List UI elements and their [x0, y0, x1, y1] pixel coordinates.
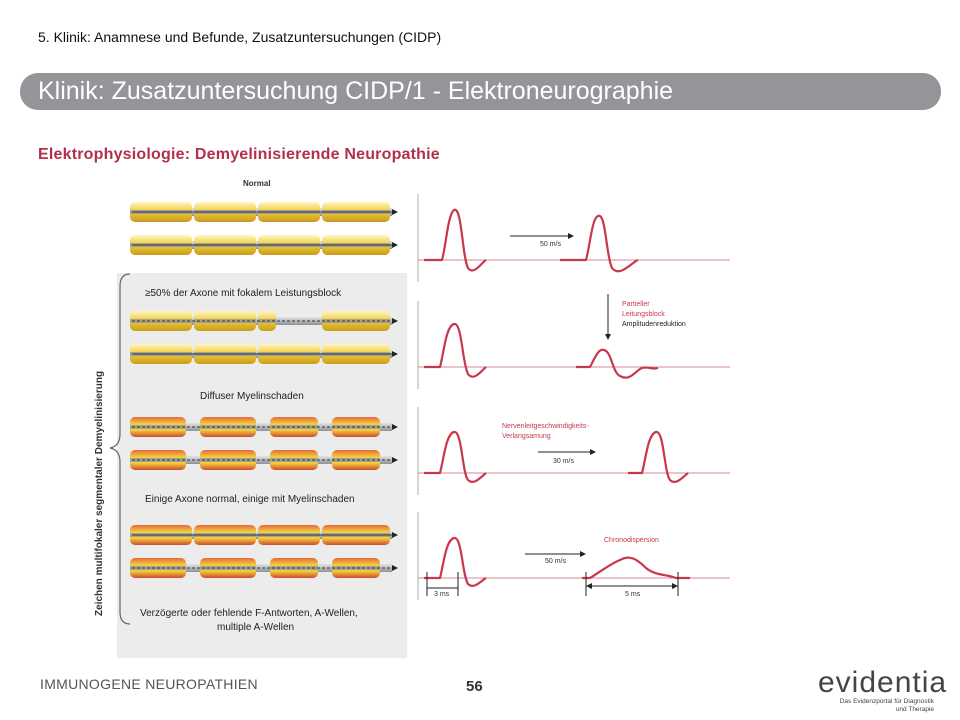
trace-normal	[417, 194, 730, 282]
logo-word: evidentia	[818, 666, 948, 699]
fiber-mixed-1	[130, 525, 398, 545]
section-label-block: ≥50% der Axone mit fokalem Leistungsbloc…	[145, 288, 342, 299]
dur-right-arrowhead-l	[586, 583, 592, 589]
footer-left: IMMUNOGENE NEUROPATHIEN	[40, 676, 258, 692]
fiber-block-2	[130, 344, 398, 364]
dur-right-label: 5 ms	[625, 591, 641, 598]
slowing-label-1: Nervenleitgeschwindigkeits-	[502, 423, 589, 430]
logo-tagline-2: und Therapie	[895, 706, 934, 713]
trace-block	[417, 301, 730, 389]
speed-normal-label: 50 m/s	[540, 241, 562, 248]
side-label: Zeichen multifokaler segmentaler Demyeli…	[94, 371, 105, 616]
chronodispersion-label: Chronodispersion	[604, 537, 659, 544]
fiber-normal-1	[130, 202, 398, 222]
section-label-mixed: Einige Axone normal, einige mit Myelinsc…	[145, 494, 355, 505]
section-label-diffuse: Diffuser Myelinschaden	[200, 391, 304, 402]
dur-left-label: 3 ms	[434, 591, 450, 598]
dur-right-arrowhead-r	[672, 583, 678, 589]
block-label-1: Partieller	[622, 301, 650, 308]
trace-slowing	[417, 407, 730, 495]
fiber-mixed-2	[130, 558, 398, 578]
fiber-diffuse-2	[130, 450, 398, 470]
speed-normal-arrowhead	[568, 233, 574, 239]
speed-slow-label: 30 m/s	[553, 458, 575, 465]
fiber-diffuse-1	[130, 417, 398, 437]
speed-disp-label: 50 m/s	[545, 558, 567, 565]
section-subtitle: Elektrophysiologie: Demyelinisierende Ne…	[38, 146, 440, 163]
block-label-2: Leitungsblock	[622, 311, 665, 318]
demyelination-figure: Zeichen multifokaler segmentaler Demyeli…	[90, 176, 740, 661]
evidentia-logo: evidentia Das Evidenzportal für Diagnost…	[818, 668, 946, 714]
logo-tagline: Das Evidenzportal für Diagnostik und The…	[822, 698, 934, 714]
bottom-label-2: multiple A-Wellen	[217, 622, 294, 633]
fiber-block-1	[130, 311, 398, 331]
page-number: 56	[466, 678, 483, 695]
logo-tagline-1: Das Evidenzportal für Diagnostik	[839, 698, 934, 705]
slowing-label-2: Verlangsamung	[502, 433, 551, 440]
block-label-3: Amplitudenreduktion	[622, 321, 686, 328]
breadcrumb: 5. Klinik: Anamnese und Befunde, Zusatzu…	[38, 29, 442, 45]
fiber-normal-2	[130, 235, 398, 255]
normal-label: Normal	[243, 179, 271, 188]
brace	[109, 273, 131, 625]
title-bar	[20, 73, 941, 110]
bottom-label-1: Verzögerte oder fehlende F-Antworten, A-…	[140, 608, 358, 619]
speed-disp-arrowhead	[580, 551, 586, 557]
speed-slow-arrowhead	[590, 449, 596, 455]
trace-disp	[417, 512, 730, 600]
block-arrowhead	[605, 334, 611, 340]
page-title: Klinik: Zusatzuntersuchung CIDP/1 - Elek…	[38, 77, 674, 105]
